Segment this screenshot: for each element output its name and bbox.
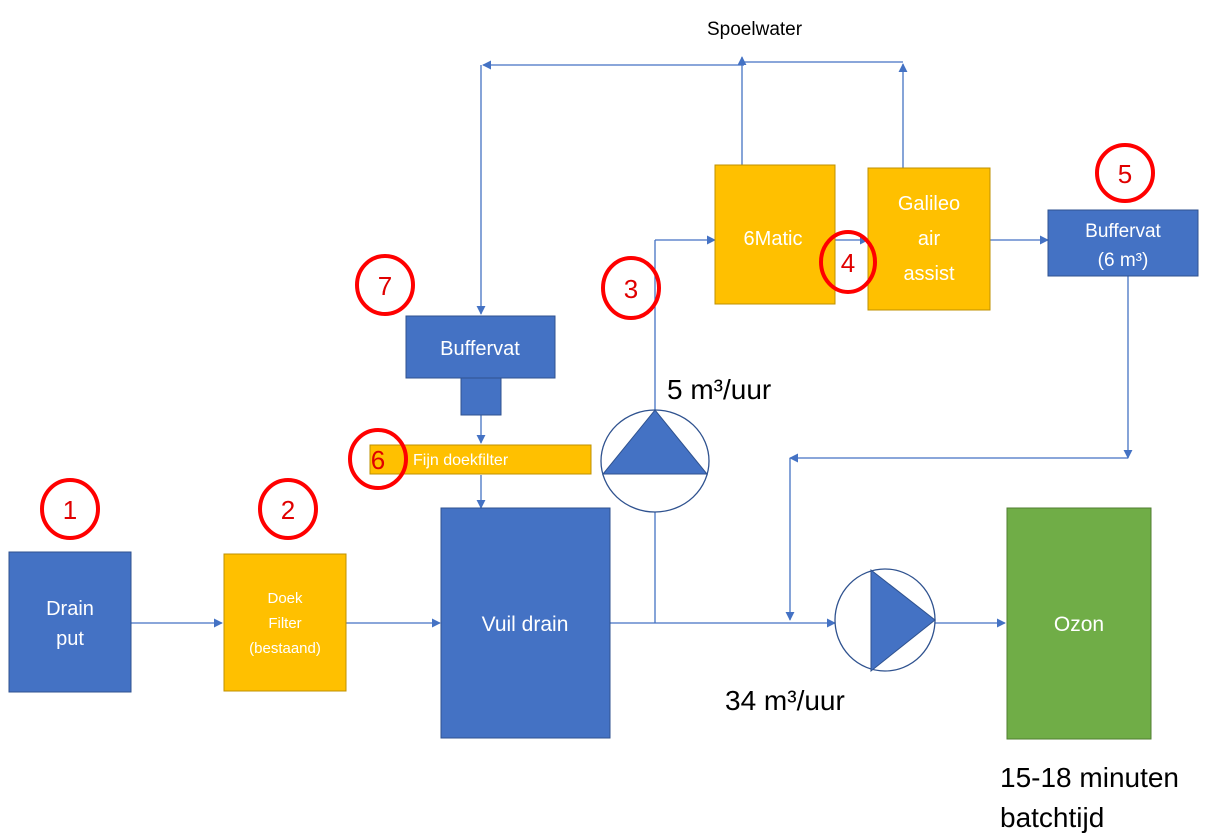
ozon-box: Ozon (1006, 507, 1152, 740)
marker-7-number: 7 (378, 271, 392, 301)
pump-large-icon (834, 568, 936, 673)
marker-6: 6 (348, 428, 408, 490)
batch-time-line1: 15-18 minuten (1000, 762, 1179, 793)
drain-put-line1: Drain (46, 598, 94, 620)
marker-3: 3 (601, 256, 661, 320)
marker-7: 7 (355, 254, 415, 316)
marker-4-number: 4 (841, 248, 855, 278)
vuil-drain-label: Vuil drain (482, 613, 569, 636)
sixmatic-box: 6Matic (714, 164, 836, 305)
marker-5-number: 5 (1118, 159, 1132, 189)
ozon-label: Ozon (1054, 613, 1104, 636)
buffervat-outlet (460, 377, 502, 416)
connectors (131, 56, 1133, 628)
doek-filter-line3: (bestaand) (249, 640, 321, 657)
galileo-line3: assist (903, 263, 955, 285)
buffervat-right-line2: (6 m³) (1098, 250, 1149, 271)
marker-3-number: 3 (624, 274, 638, 304)
spoelwater-label: Spoelwater (707, 19, 803, 40)
marker-6-number: 6 (371, 445, 385, 475)
drain-put-box: Drain put (8, 551, 132, 693)
marker-1-number: 1 (63, 495, 77, 525)
buffervat-top-label: Buffervat (440, 338, 520, 360)
flow-large-label: 34 m³/uur (725, 685, 845, 716)
galileo-line2: air (918, 228, 941, 250)
pump-small-icon (600, 409, 710, 513)
galileo-box: Galileo air assist (867, 167, 991, 311)
drain-put-line2: put (56, 628, 84, 650)
marker-2-number: 2 (281, 495, 295, 525)
doek-filter-line1: Doek (267, 590, 303, 607)
flow-small-label: 5 m³/uur (667, 374, 771, 405)
galileo-line1: Galileo (898, 193, 960, 215)
marker-2: 2 (258, 478, 318, 540)
fijn-doekfilter-label: Fijn doekfilter (413, 452, 509, 469)
batch-time-line2: batchtijd (1000, 802, 1104, 833)
doek-filter-line2: Filter (268, 615, 301, 632)
sixmatic-label: 6Matic (744, 228, 803, 250)
doek-filter-box: Doek Filter (bestaand) (223, 553, 347, 692)
marker-4: 4 (819, 230, 877, 294)
buffervat-top-box: Buffervat (405, 315, 556, 416)
buffervat-right-line1: Buffervat (1085, 221, 1161, 242)
marker-1: 1 (40, 478, 100, 540)
buffervat-right-box: Buffervat (6 m³) (1047, 209, 1199, 277)
marker-5: 5 (1095, 143, 1155, 203)
vuil-drain-box: Vuil drain (440, 507, 611, 739)
